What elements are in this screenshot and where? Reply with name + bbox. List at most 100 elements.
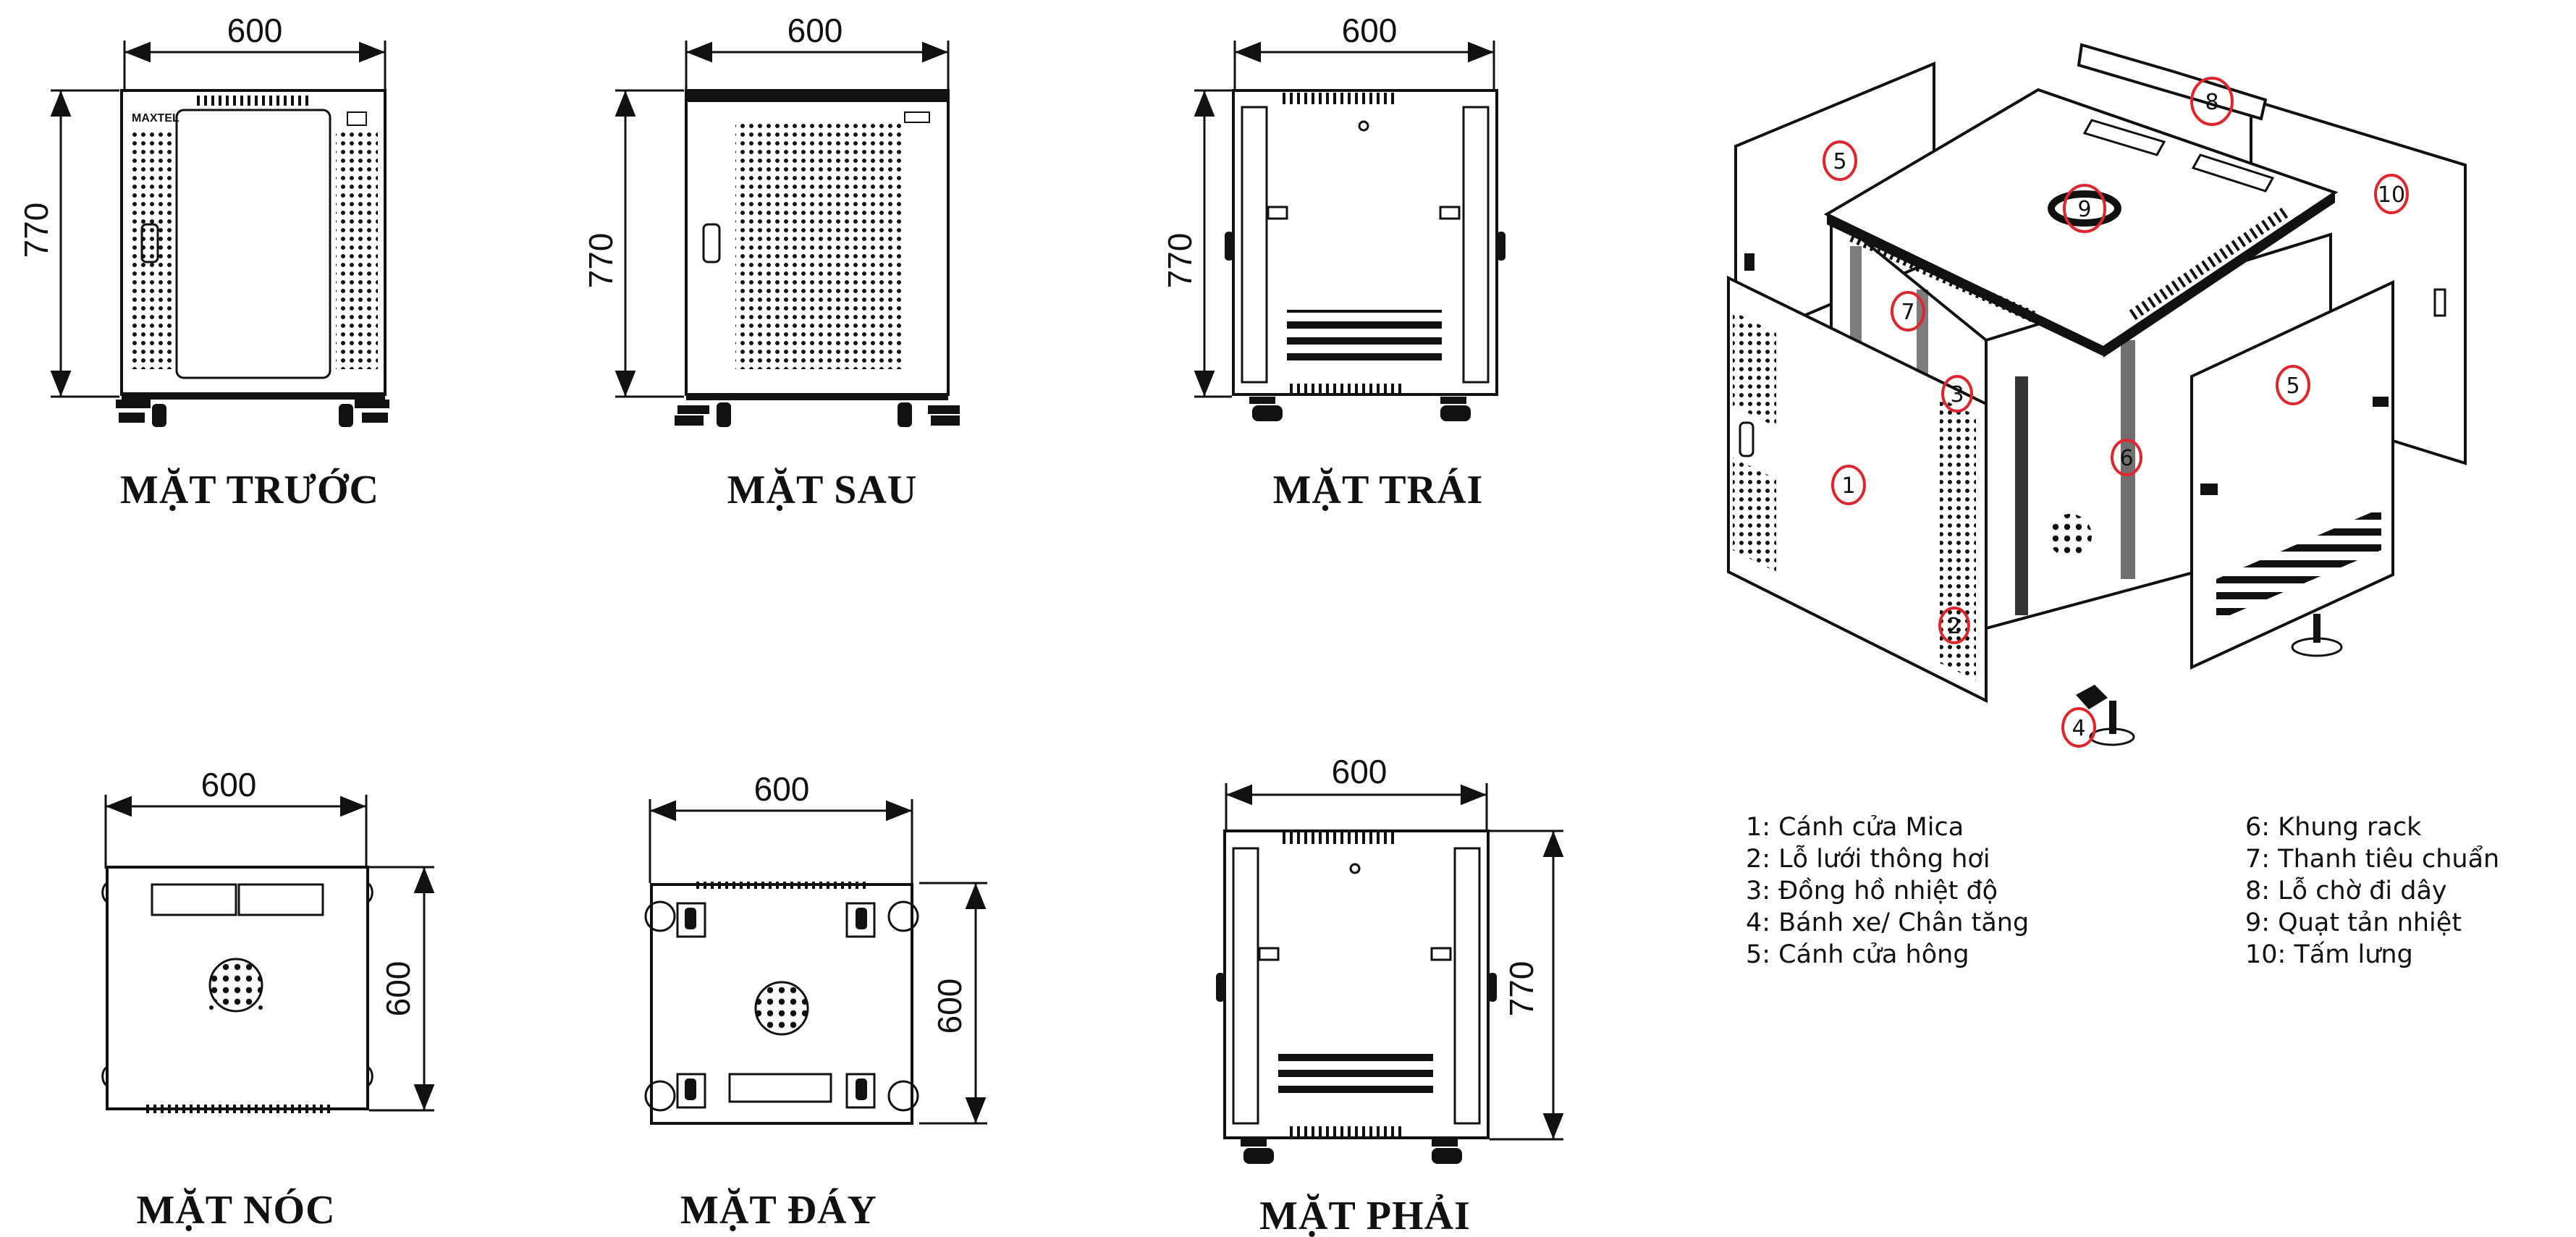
callout-circle <box>1938 607 1970 644</box>
bottom-view: 600 600 <box>644 770 987 1233</box>
top-width-dimension: 600 <box>104 766 368 869</box>
callout-circle <box>2276 365 2310 405</box>
callout-3: 3 <box>1941 375 1973 413</box>
top-fan <box>208 958 263 1013</box>
bottom-depth-label: 600 <box>931 979 968 1034</box>
left-side-vent <box>1287 310 1442 360</box>
callout-circle <box>1941 375 1973 413</box>
top-view-caption: MẶT NÓC <box>136 1187 335 1233</box>
callout-circle <box>2063 184 2106 233</box>
legend-item: 1: Cánh cửa Mica <box>1746 813 1964 842</box>
legend-item: 8: Lỗ chờ đi dây <box>2245 876 2447 905</box>
brand-label: MAXTEL <box>132 112 180 124</box>
front-door <box>1727 275 1988 704</box>
front-cabinet: MAXTEL <box>116 89 389 427</box>
callout-5: 5 <box>2276 365 2310 405</box>
callout-4: 4 <box>2061 707 2096 748</box>
rear-width-dimension: 600 <box>685 12 950 94</box>
callout-number: 5 <box>2286 373 2300 399</box>
top-depth-dimension: 600 <box>369 866 435 1112</box>
front-width-dimension: 600 <box>123 12 387 94</box>
front-left-vent <box>130 130 172 369</box>
bottom-fan-opening <box>754 981 809 1036</box>
rear-view-caption: MẶT SAU <box>727 467 918 512</box>
rear-cabinet <box>675 89 960 427</box>
callout-number: 1 <box>1841 473 1855 499</box>
callout-number: 2 <box>1947 614 1961 639</box>
right-view-caption: MẶT PHẢI <box>1259 1193 1471 1237</box>
front-view-caption: MẶT TRƯỚC <box>120 467 379 512</box>
left-width-label: 600 <box>1342 12 1398 49</box>
legend-item: 7: Thanh tiêu chuẩn <box>2245 844 2499 874</box>
callout-7: 7 <box>1891 291 1925 332</box>
callout-1: 1 <box>1831 465 1866 505</box>
callout-circle <box>2061 707 2096 748</box>
callout-circle <box>2374 174 2409 214</box>
rear-height-label: 770 <box>582 233 620 289</box>
left-cabinet <box>1225 89 1506 421</box>
leveling-feet <box>2076 614 2343 746</box>
right-view: 600 770 MẶT PHẢI <box>1216 753 1564 1237</box>
callout-number: 3 <box>1950 382 1964 408</box>
left-view-caption: MẶT TRÁI <box>1273 467 1484 512</box>
front-top-vent <box>195 96 311 106</box>
top-view: 600 600 MẶT NÓC <box>101 766 435 1233</box>
bottom-depth-dimension: 600 <box>919 882 987 1125</box>
callout-10: 10 <box>2374 174 2409 214</box>
callout-circle <box>2190 77 2234 126</box>
left-wheels <box>1249 397 1471 421</box>
front-right-vent <box>336 130 378 369</box>
front-height-dimension: 770 <box>17 89 119 398</box>
callout-5: 5 <box>1823 140 1857 181</box>
top-cabinet <box>101 866 373 1113</box>
right-side-vent <box>1278 1051 1433 1102</box>
front-width-label: 600 <box>227 12 283 49</box>
right-height-dimension: 770 <box>1490 829 1564 1141</box>
door-handle <box>140 223 159 263</box>
legend-item: 4: Bánh xe/ Chân tăng <box>1746 908 2029 937</box>
right-width-dimension: 600 <box>1225 753 1488 832</box>
front-height-label: 770 <box>17 203 55 258</box>
rear-door-handle <box>702 223 721 263</box>
bottom-width-dimension: 600 <box>649 770 913 883</box>
top-width-label: 600 <box>201 766 257 803</box>
rear-view: 600 770 MẶT SAU <box>582 12 960 512</box>
bottom-width-label: 600 <box>754 770 810 808</box>
left-width-dimension: 600 <box>1233 12 1495 94</box>
legend-left-column: 1: Cánh cửa Mica 2: Lỗ lưới thông hơi 3:… <box>1746 813 2029 969</box>
rear-width-label: 600 <box>787 12 843 49</box>
callout-circle <box>1831 465 1866 505</box>
legend-item: 3: Đồng hồ nhiệt độ <box>1746 877 1998 905</box>
left-height-dimension: 770 <box>1161 89 1232 398</box>
right-height-label: 770 <box>1503 961 1540 1017</box>
left-height-label: 770 <box>1161 233 1199 289</box>
callout-9: 9 <box>2063 184 2106 233</box>
rear-perforated-door <box>735 122 902 369</box>
rear-height-dimension: 770 <box>582 89 684 398</box>
rear-wheels <box>675 402 960 427</box>
callout-number: 8 <box>2205 90 2218 115</box>
bottom-wheels <box>644 900 919 1112</box>
bottom-cable-opening <box>728 1073 832 1103</box>
legend-item: 6: Khung rack <box>2245 813 2422 842</box>
front-wheels <box>116 400 389 427</box>
right-width-label: 600 <box>1332 753 1388 790</box>
callout-circle <box>1823 140 1857 181</box>
legend-item: 10: Tấm lưng <box>2245 940 2413 969</box>
legend-item: 5: Cánh cửa hông <box>1746 940 1969 969</box>
callout-8: 8 <box>2190 77 2234 126</box>
bottom-cabinet <box>644 882 919 1125</box>
legend-item: 9: Quạt tản nhiệt <box>2245 908 2462 937</box>
callout-circle <box>1891 291 1925 332</box>
top-depth-label: 600 <box>379 961 417 1017</box>
right-door-vent <box>2216 508 2381 621</box>
callout-2: 2 <box>1938 607 1970 644</box>
right-wheels <box>1241 1139 1462 1164</box>
legend-item: 2: Lỗ lưới thông hơi <box>1746 844 1990 874</box>
callout-number: 7 <box>1901 300 1914 325</box>
legend: 1: Cánh cửa Mica 2: Lỗ lưới thông hơi 3:… <box>1746 813 2499 969</box>
callout-number: 4 <box>2072 716 2085 741</box>
